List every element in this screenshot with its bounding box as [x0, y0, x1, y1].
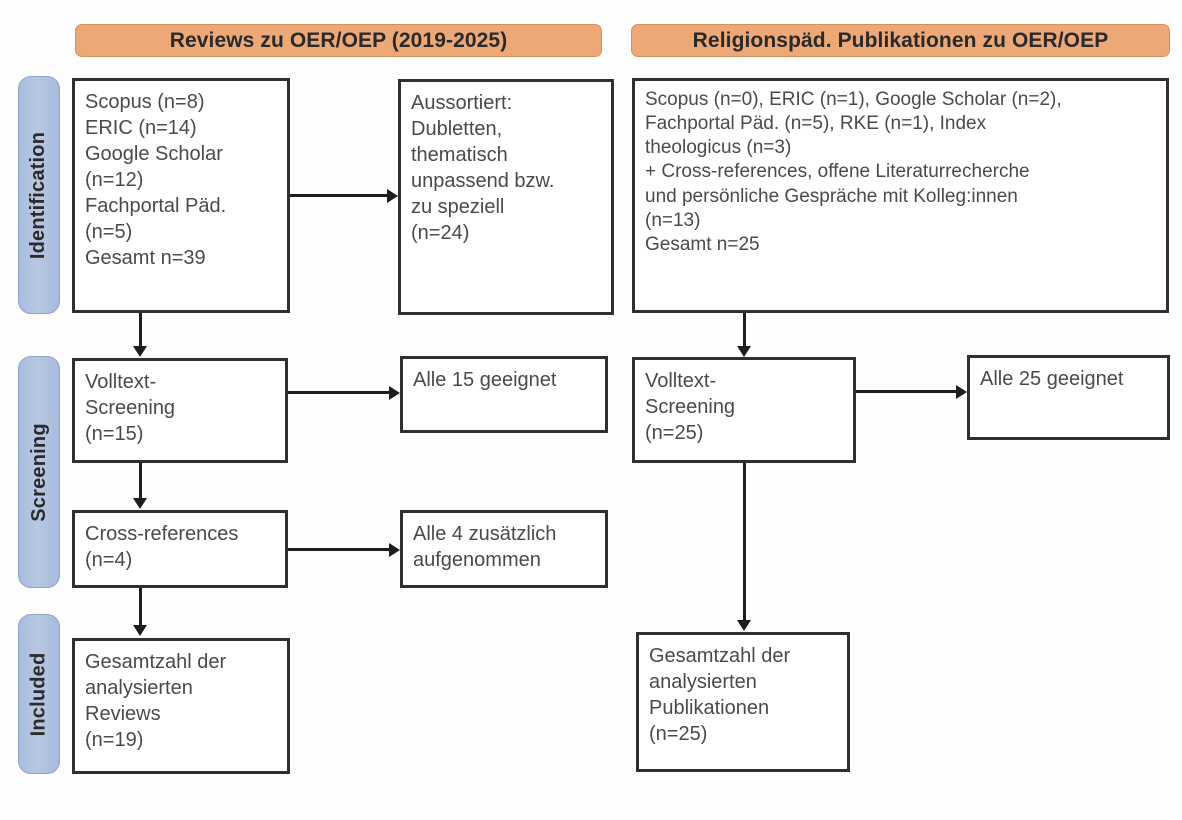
- connector-left-sources-to-excluded: [290, 194, 387, 197]
- stage-pill-screening: Screening: [18, 356, 60, 588]
- box-left-screening-crossrefs: Cross-references (n=4): [72, 510, 288, 588]
- arrowhead-left-fulltext-to-crossrefs: [133, 498, 147, 509]
- arrowhead-left-fulltext-to-eligible: [389, 386, 400, 400]
- stage-label-included: Included: [27, 652, 50, 736]
- connector-left-fulltext-to-eligible: [288, 391, 389, 394]
- column-header-left-label: Reviews zu OER/OEP (2019-2025): [169, 28, 508, 52]
- arrowhead-right-fulltext-to-eligible: [956, 385, 967, 399]
- stage-label-screening: Screening: [27, 422, 50, 522]
- connector-right-sources-to-fulltext: [743, 313, 746, 347]
- column-header-right-label: Religionspäd. Publikationen zu OER/OEP: [692, 28, 1109, 52]
- stage-pill-included: Included: [18, 614, 60, 774]
- connector-right-fulltext-to-eligible: [856, 390, 956, 393]
- box-left-identification-excluded: Aussortiert: Dubletten, thematisch unpas…: [398, 79, 614, 315]
- arrowhead-left-crossrefs-to-included: [133, 625, 147, 636]
- box-left-screening-eligible: Alle 15 geeignet: [400, 356, 608, 433]
- box-left-identification-sources: Scopus (n=8) ERIC (n=14) Google Scholar …: [72, 78, 290, 313]
- arrowhead-left-sources-to-excluded: [387, 189, 398, 203]
- arrowhead-left-sources-to-fulltext: [133, 346, 147, 357]
- box-left-included-total: Gesamtzahl der analysierten Reviews (n=1…: [72, 638, 290, 774]
- stage-pill-identification: Identification: [18, 76, 60, 314]
- arrowhead-right-sources-to-fulltext: [737, 346, 751, 357]
- connector-left-sources-to-fulltext: [139, 313, 142, 347]
- box-right-identification-sources: Scopus (n=0), ERIC (n=1), Google Scholar…: [632, 78, 1169, 313]
- arrowhead-right-fulltext-to-included: [737, 620, 751, 631]
- box-left-screening-crossrefs-added: Alle 4 zusätzlich aufgenommen: [400, 510, 608, 588]
- arrowhead-left-crossrefs-to-added: [389, 543, 400, 557]
- connector-left-crossrefs-to-added: [288, 548, 389, 551]
- box-right-screening-eligible: Alle 25 geeignet: [967, 355, 1170, 440]
- column-header-left: Reviews zu OER/OEP (2019-2025): [75, 24, 602, 57]
- connector-left-fulltext-to-crossrefs: [139, 463, 142, 499]
- connector-left-crossrefs-to-included: [139, 588, 142, 626]
- box-right-included-total: Gesamtzahl der analysierten Publikatione…: [636, 632, 850, 772]
- column-header-right: Religionspäd. Publikationen zu OER/OEP: [631, 24, 1170, 57]
- connector-right-fulltext-to-included: [743, 463, 746, 621]
- box-right-screening-fulltext: Volltext- Screening (n=25): [632, 357, 856, 463]
- box-left-screening-fulltext: Volltext- Screening (n=15): [72, 358, 288, 463]
- stage-label-identification: Identification: [27, 131, 50, 259]
